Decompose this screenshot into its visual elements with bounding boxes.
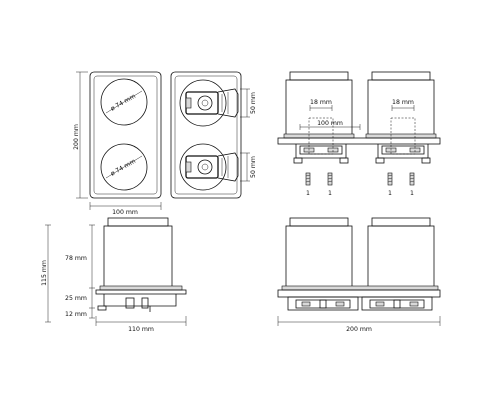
dim-screw-spacing-right: 18 mm bbox=[392, 99, 414, 106]
dim-bracket-top: 50 mm bbox=[250, 92, 257, 114]
dim-plate-width: 100 mm bbox=[112, 209, 138, 216]
screw bbox=[409, 172, 415, 186]
screw-number: 1 bbox=[388, 190, 392, 197]
screw-number: 1 bbox=[306, 190, 310, 197]
dim-plate-height: 200 mm bbox=[73, 124, 80, 150]
screw bbox=[387, 172, 393, 186]
dim-front-width: 200 mm bbox=[346, 326, 372, 333]
screw bbox=[327, 172, 333, 186]
section-view: 18 mm 18 mm 100 mm bbox=[277, 71, 441, 197]
dim-circle-bottom: ø 74 mm bbox=[110, 158, 137, 178]
screw bbox=[305, 172, 311, 186]
screw-number: 1 bbox=[328, 190, 332, 197]
dim-center-width: 100 mm bbox=[317, 120, 343, 127]
dim-bracket-bottom: 50 mm bbox=[250, 156, 257, 178]
dim-side-total: 115 mm bbox=[41, 260, 48, 286]
screw-number: 1 bbox=[410, 190, 414, 197]
dim-side-top: 78 mm bbox=[65, 255, 87, 262]
back-view: 50 mm 50 mm bbox=[170, 71, 257, 199]
front-plate-view: 200 mm ø 74 mm ø 74 mm 100 mm bbox=[73, 71, 162, 216]
dim-circle-top: ø 74 mm bbox=[110, 93, 137, 113]
dim-side-mid: 25 mm bbox=[65, 295, 87, 302]
dim-side-width: 110 mm bbox=[128, 326, 154, 333]
side-view: 115 mm 78 mm 25 mm 12 mm 110 mm bbox=[41, 217, 187, 333]
front-elevation-view: 200 mm bbox=[277, 217, 441, 333]
dim-side-bottom: 12 mm bbox=[65, 311, 87, 318]
dim-screw-spacing-left: 18 mm bbox=[310, 99, 332, 106]
